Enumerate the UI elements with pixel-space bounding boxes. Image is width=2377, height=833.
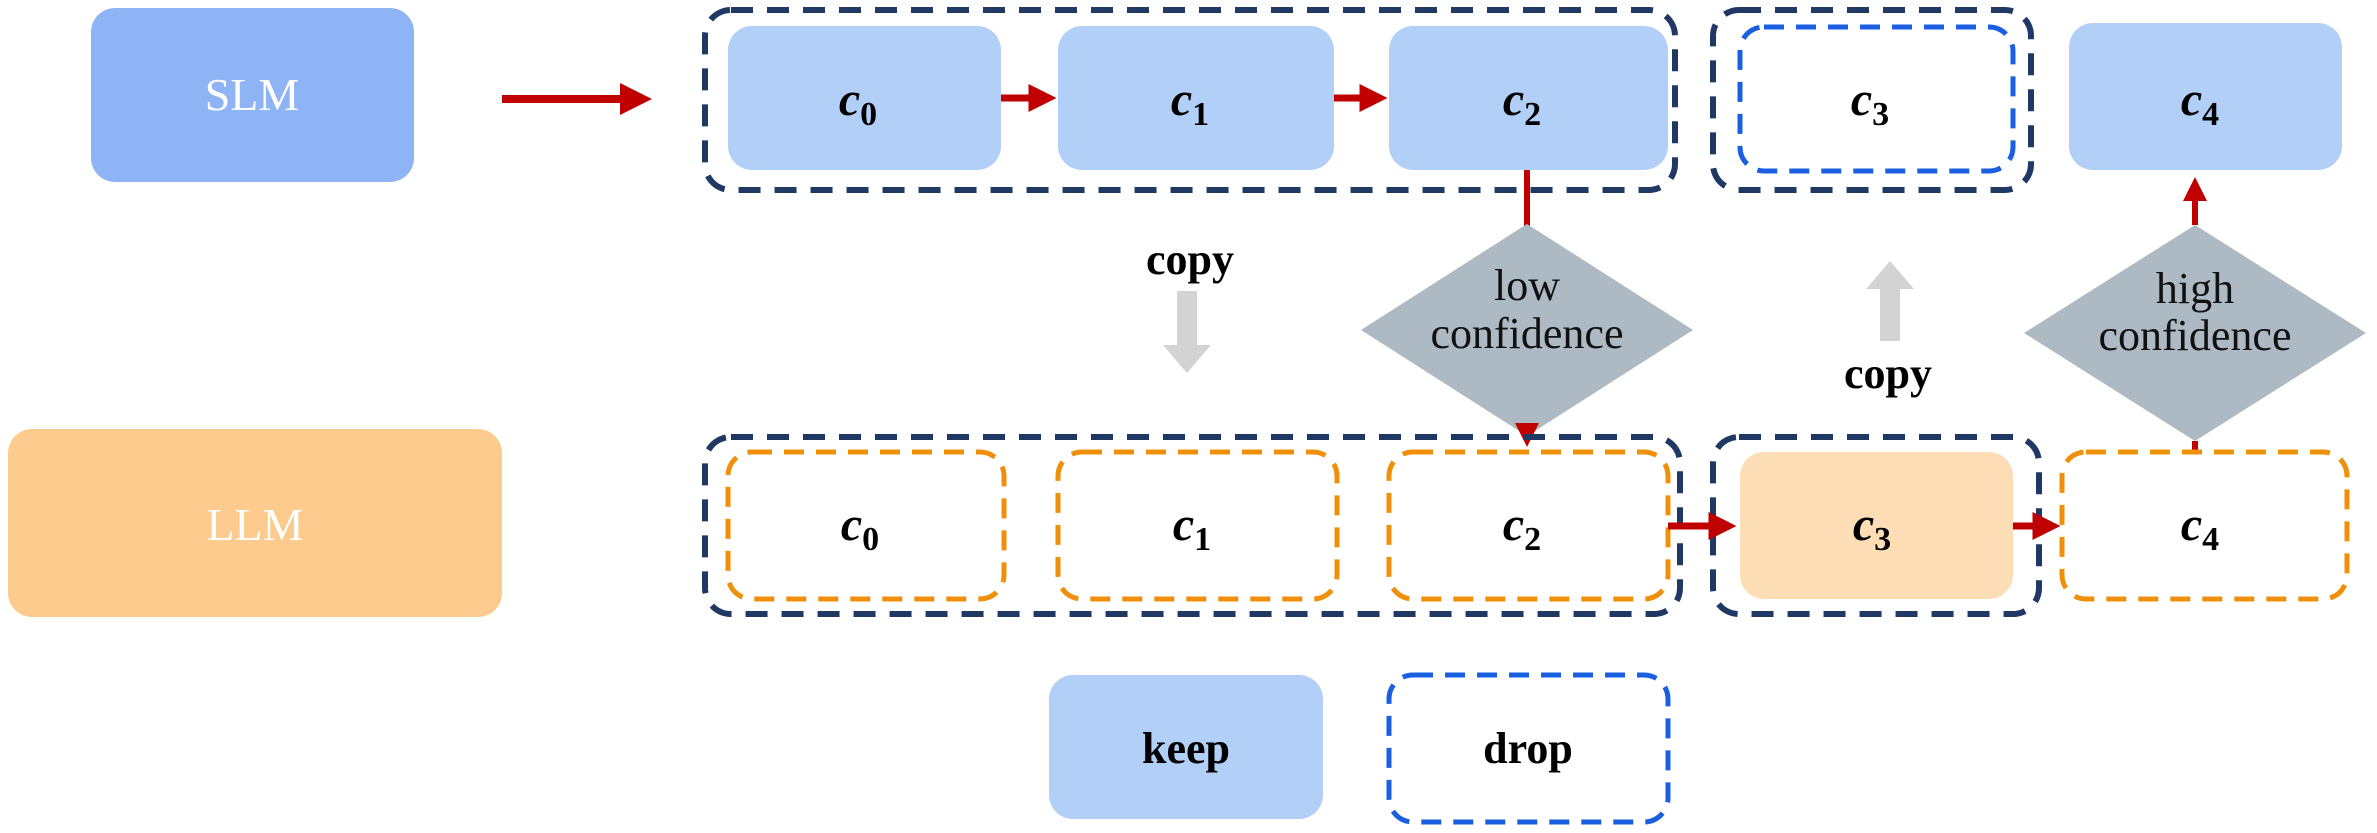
bottom-token-c3: c3 (1740, 452, 2013, 599)
copy-up-label: copy (1844, 349, 1932, 398)
high-label: high (2156, 264, 2234, 313)
top-token-c4: c4 (2069, 23, 2342, 170)
svg-text:c2: c2 (1503, 498, 1541, 558)
bottom-token-c1: c1 (1055, 449, 1340, 602)
top-keep-group (702, 7, 1678, 193)
svg-text:c4: c4 (2181, 498, 2219, 558)
high-confidence-label: confidence (2099, 311, 2292, 360)
copy-down-label: copy (1146, 235, 1234, 284)
high-confidence-diamond: high confidence (2024, 225, 2366, 441)
top-token-c2: c2 (1389, 26, 1668, 170)
slm-label: SLM (205, 69, 300, 120)
copy-down-arrow-icon (1163, 291, 1211, 373)
svg-text:keep: keep (1142, 724, 1230, 773)
svg-text:c1: c1 (1173, 498, 1211, 558)
legend-keep: keep (1049, 675, 1323, 819)
low-confidence-label: confidence (1431, 309, 1624, 358)
low-label: low (1494, 261, 1560, 310)
svg-text:c3: c3 (1851, 73, 1889, 133)
top-token-c0: c0 (728, 26, 1001, 170)
svg-text:c1: c1 (1171, 73, 1209, 133)
bottom-token-c4: c4 (2059, 449, 2350, 602)
svg-text:c0: c0 (841, 498, 879, 558)
svg-text:c3: c3 (1853, 498, 1891, 558)
svg-text:c4: c4 (2181, 73, 2219, 133)
svg-text:drop: drop (1483, 724, 1573, 773)
bottom-token-c0: c0 (725, 449, 1007, 602)
top-token-c1: c1 (1058, 26, 1334, 170)
llm-label: LLM (206, 499, 303, 550)
bottom-token-c2: c2 (1386, 449, 1671, 602)
slm-box: SLM (91, 8, 414, 182)
svg-text:c0: c0 (839, 73, 877, 133)
low-confidence-diamond: low confidence (1361, 224, 1693, 436)
top-drop-group (1710, 7, 2034, 193)
svg-text:c2: c2 (1503, 73, 1541, 133)
top-token-c3-dropped: c3 (1737, 24, 2016, 174)
llm-box: LLM (8, 429, 502, 617)
copy-up-arrow-icon (1866, 261, 1914, 341)
legend-drop: drop (1386, 672, 1671, 825)
